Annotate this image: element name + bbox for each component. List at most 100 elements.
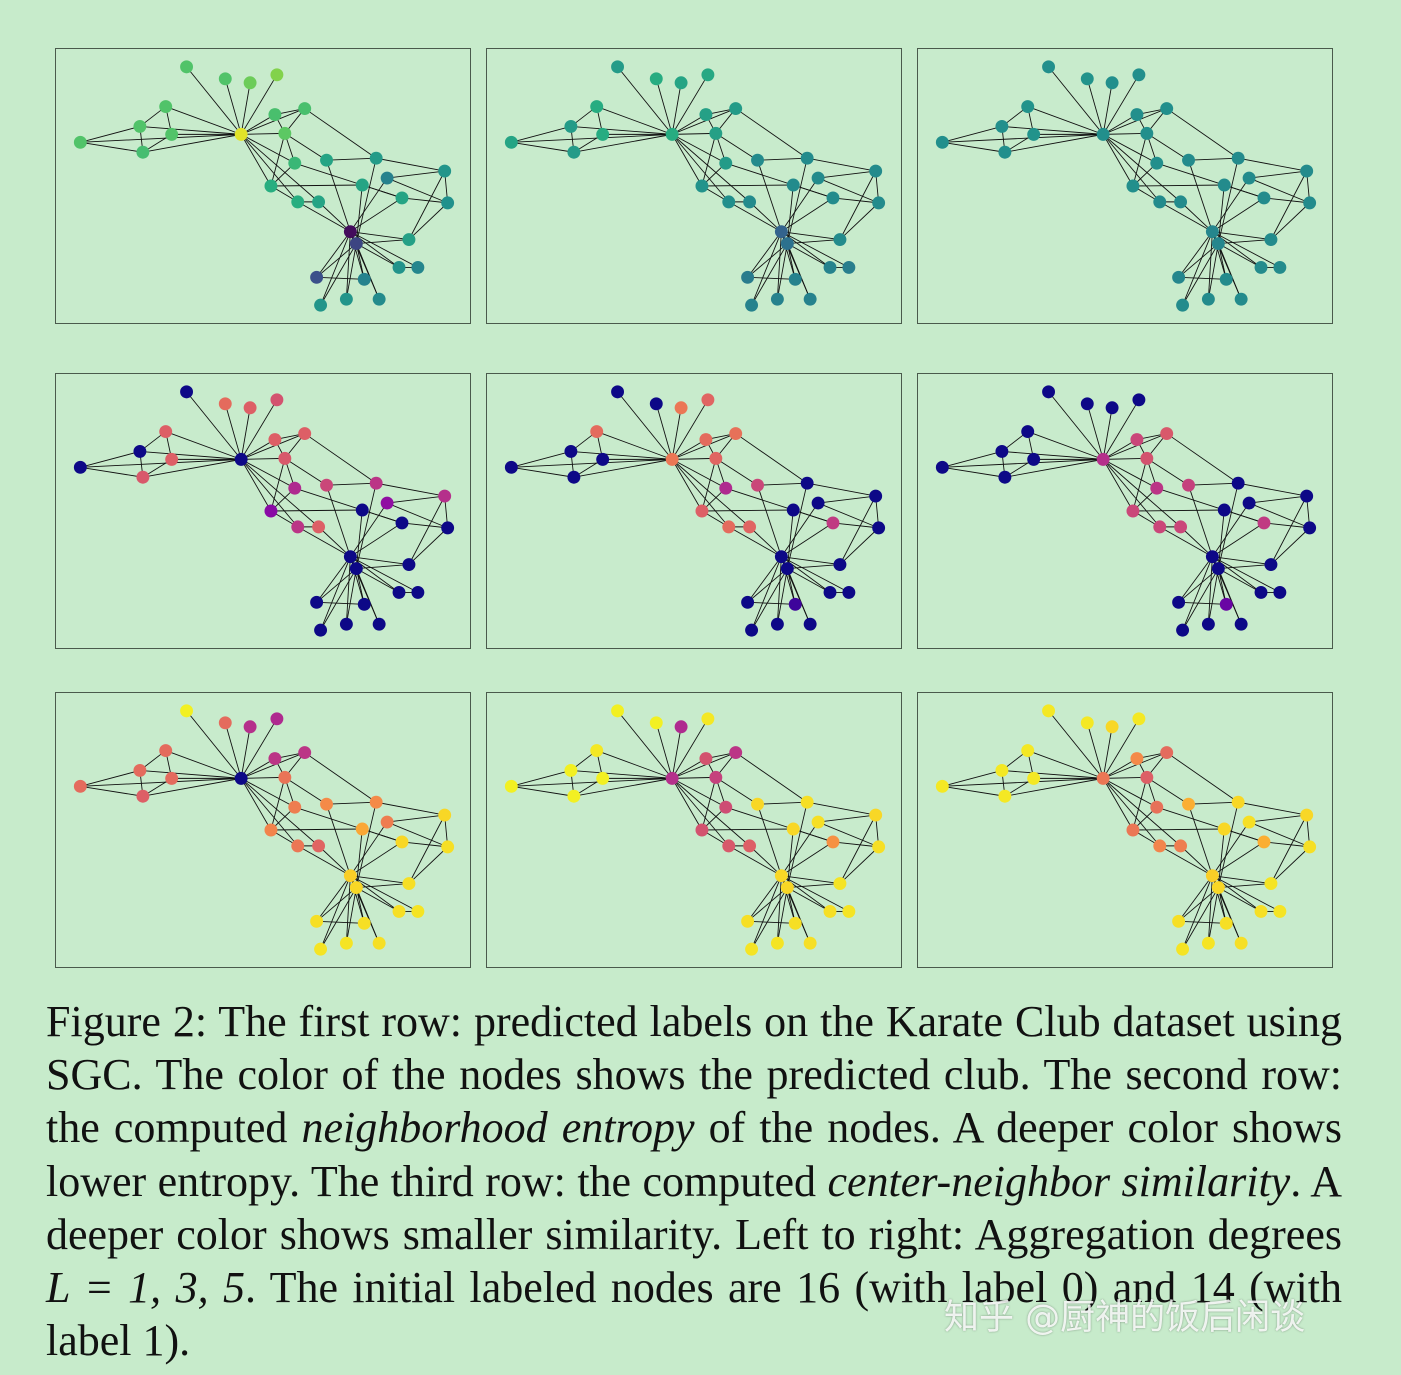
graph-edge [1217, 568, 1242, 625]
graph-node [1300, 164, 1314, 178]
graph-node [1042, 385, 1056, 399]
graph-node [1217, 822, 1231, 836]
graph-edge [781, 231, 850, 268]
graph-node [73, 460, 87, 474]
graph-node [695, 504, 709, 518]
graph-edge [297, 201, 351, 233]
graph-edge [355, 509, 363, 569]
graph-node [320, 478, 333, 492]
graph-edge [807, 482, 876, 497]
graph-node [218, 716, 232, 730]
graph-edge [617, 391, 673, 460]
graph-edge [1086, 722, 1104, 779]
graph-edge [1132, 458, 1148, 512]
graph-node [1219, 916, 1233, 930]
graph-edge [350, 522, 403, 558]
graph-edge [942, 141, 1005, 153]
graph-edge [573, 458, 673, 478]
graph-node [786, 178, 800, 192]
graph-node [1027, 127, 1041, 141]
graph-node [780, 881, 794, 895]
graph-edges [511, 66, 880, 306]
graph-edge [240, 718, 278, 779]
figure-caption: Figure 2: The first row: predicted label… [46, 995, 1342, 1367]
graph-node [611, 704, 625, 718]
graph-node [218, 72, 232, 86]
graph-edge [224, 403, 242, 460]
graph-node [320, 797, 333, 811]
graph-node [596, 127, 610, 141]
graph-node [751, 153, 764, 167]
graph-edge [408, 202, 448, 240]
graph-node [310, 270, 324, 284]
graph-edge [1178, 276, 1227, 280]
graph-node [278, 770, 292, 784]
graph-node [1132, 712, 1146, 726]
graph-edge [511, 777, 673, 787]
graph-edges [942, 66, 1311, 306]
graph-node [1132, 68, 1146, 82]
graph-edge [747, 276, 796, 280]
graph-node [372, 617, 386, 631]
graph-edge [316, 556, 351, 603]
graph-edge [1048, 391, 1104, 460]
graph-edge [511, 458, 673, 468]
graph-edge [1207, 243, 1219, 300]
graph-edge [345, 556, 351, 625]
graph-edge [776, 568, 788, 625]
graph-edge [1212, 875, 1271, 885]
graph-edge [350, 875, 409, 885]
graph-node [780, 237, 794, 251]
graph-node [73, 135, 87, 149]
graph-node [786, 503, 800, 517]
graph-edge [356, 887, 400, 912]
graph-node [159, 425, 173, 439]
caption-math: L = 1, 3, 5 [46, 1263, 245, 1313]
graph-edge [1212, 556, 1281, 593]
graph-node [1080, 72, 1094, 86]
graph-node [590, 100, 604, 114]
graph-edge [787, 564, 840, 570]
caption-text-3: . A deeper color shows smaller similarit… [46, 1156, 1343, 1259]
graph-node [674, 401, 688, 415]
graph-node [1105, 76, 1119, 90]
graph-edge [356, 883, 409, 889]
graph-edge [1102, 133, 1157, 164]
graph-edge [570, 769, 673, 779]
graph-edge [1270, 527, 1310, 565]
graph-node [1219, 597, 1233, 611]
graph-edge [839, 202, 879, 240]
graph-edge [1159, 201, 1213, 233]
graph-node [1027, 771, 1041, 785]
graph-node [1234, 617, 1248, 631]
graph-edge [326, 485, 351, 557]
graph-node [1182, 153, 1195, 167]
graph-node [649, 72, 663, 86]
graph-edge [1146, 458, 1189, 486]
graph-node [310, 595, 324, 609]
graph-node [770, 617, 784, 631]
graph-node [234, 127, 248, 141]
graph-edge [776, 243, 788, 300]
graph-edges [511, 391, 880, 631]
graph-node [590, 425, 604, 439]
graph-node [136, 145, 150, 159]
graph-node [1211, 881, 1225, 895]
graph-edge [1102, 407, 1113, 460]
graph-edge [757, 801, 808, 805]
graph-edge [781, 875, 840, 885]
graph-node [998, 789, 1012, 803]
graph-node [596, 771, 610, 785]
graph-edge [1102, 752, 1167, 779]
graph-node [1172, 595, 1186, 609]
graph-edge [355, 568, 380, 625]
graph-edge [1182, 556, 1213, 631]
watermark: 知乎 @厨神的饭后闲谈 [944, 1298, 1306, 1338]
graph-edge [1270, 846, 1310, 884]
graph-edge [316, 875, 351, 922]
graph-edge [1102, 459, 1161, 528]
graph-edge [240, 399, 278, 460]
graph-node [842, 585, 856, 599]
graph-edge [1218, 564, 1271, 570]
graph-node [1257, 516, 1271, 530]
